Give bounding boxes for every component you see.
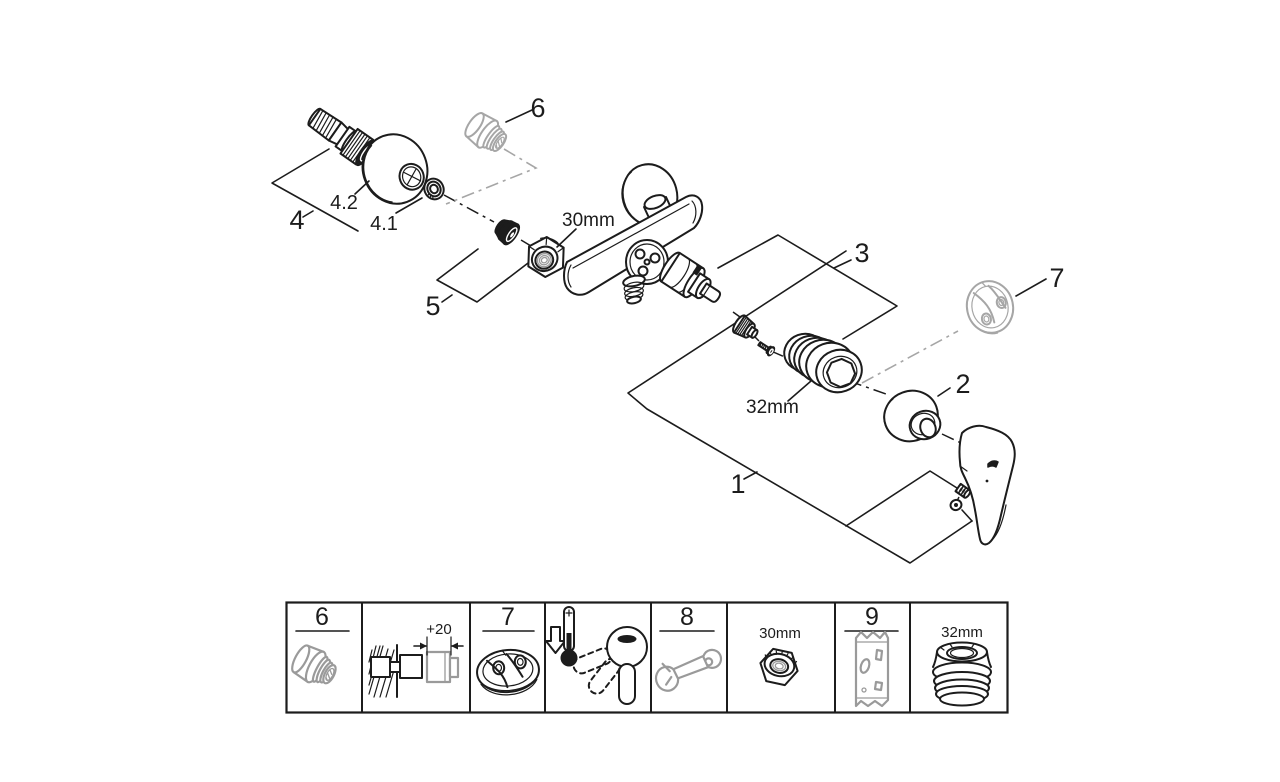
- legend-cap-number: 6: [315, 603, 329, 631]
- adapter-ring-32mm-icon: [932, 641, 992, 707]
- s-union-fitting: [307, 107, 376, 167]
- cartridge: [659, 251, 722, 303]
- filter-plug: [494, 219, 521, 246]
- union-nut-30mm: [527, 236, 565, 278]
- cartridge-seat-boss: [625, 239, 669, 285]
- handle-screw: [954, 482, 972, 499]
- dim-32mm: 32mm: [746, 397, 799, 418]
- temperature-lever-icon: [545, 606, 648, 705]
- callout-2: 2: [955, 369, 970, 399]
- cartridge-nut: [732, 314, 759, 339]
- washer: [423, 177, 445, 201]
- flow-restrictor-icon: [476, 648, 540, 696]
- legend-panel-socket: 9: [844, 603, 899, 708]
- legend-border: [285, 601, 1009, 714]
- handle-plug: [949, 498, 963, 512]
- thermometer-icon: [560, 606, 578, 667]
- callout-6: 6: [530, 93, 545, 123]
- legend-extension-dim: +20: [426, 621, 451, 638]
- legend-nut-dim: 30mm: [759, 625, 801, 642]
- legend-dividers: [361, 601, 911, 714]
- legend-ring-dim: 32mm: [941, 624, 983, 641]
- bracket-group-1: [627, 250, 973, 564]
- down-arrow-icon: [545, 626, 566, 654]
- legend-panel-cap: 6: [291, 603, 350, 685]
- legend-panel-nut: 30mm: [759, 625, 801, 687]
- bracket-group-4: [271, 148, 359, 232]
- escutcheon: [361, 133, 429, 205]
- bracket-group-3: [717, 234, 898, 340]
- lever-position-icon: [572, 626, 648, 705]
- wall-extension-diagram-icon: [368, 636, 464, 698]
- legend-panel-ring: 32mm: [932, 624, 992, 707]
- lever-handle: [958, 424, 1016, 546]
- legend-socket-number: 9: [865, 603, 879, 631]
- legend-wrench-number: 8: [680, 603, 694, 631]
- callout-3: 3: [854, 238, 869, 268]
- coupling-cap-icon: [291, 644, 337, 685]
- legend-strip: 6: [285, 601, 1009, 714]
- callout-4: 4: [289, 205, 304, 235]
- callout-7: 7: [1049, 263, 1064, 293]
- handle-cap: [883, 389, 942, 443]
- phantom-axis-cap6: [445, 148, 538, 205]
- callout-4-2: 4.2: [330, 192, 358, 214]
- legend-panel-extension: +20: [368, 621, 464, 698]
- bracket-group-5: [436, 248, 533, 303]
- brand-logo-mark: [987, 460, 999, 468]
- adapter-ring-32mm: [783, 332, 863, 394]
- mixer-body: [563, 194, 704, 305]
- callout-5: 5: [425, 291, 440, 321]
- nut-30mm-icon: [759, 647, 799, 687]
- callout-labels: 6 4 4.2 4.1 5 30mm 3 7 2 32mm 1: [289, 93, 1064, 499]
- legend-panel-flow: 7: [476, 603, 540, 696]
- dim-30mm: 30mm: [562, 210, 615, 231]
- legend-flow-number: 7: [501, 603, 515, 631]
- socket-tool-icon: [854, 630, 890, 708]
- callout-1: 1: [730, 469, 745, 499]
- legend-panel-wrench: 8: [654, 603, 723, 692]
- callout-4-1: 4.1: [370, 213, 398, 235]
- flow-limiter-phantom: [965, 280, 1015, 335]
- cap-part6-phantom: [464, 112, 508, 152]
- phantom-axis-part7: [861, 330, 959, 384]
- cartridge-screw: [757, 341, 776, 357]
- legend-panel-temperature: [545, 606, 648, 705]
- shower-outlet: [622, 274, 646, 305]
- wrench-icon: [654, 648, 723, 692]
